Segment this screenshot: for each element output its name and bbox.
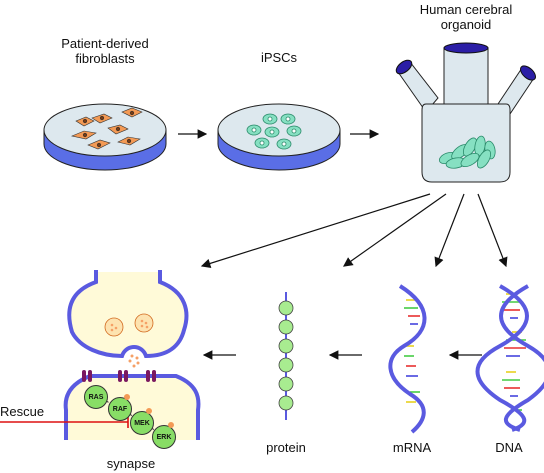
fibroblast-dish <box>43 103 167 171</box>
organoid-flask <box>395 42 536 183</box>
fibroblast-cells <box>70 107 143 150</box>
fibroblasts-label: Patient-derived fibroblasts <box>38 36 172 66</box>
kinase-mek-label: MEK <box>134 419 150 427</box>
organoid-label: Human cerebral organoid <box>400 2 532 32</box>
arrow-organoid-to-synapse <box>200 193 431 269</box>
organoid-tissue <box>438 135 496 169</box>
arrow-organoid-to-protein <box>343 193 447 267</box>
ipsc-dish <box>217 103 341 171</box>
mrna-label: mRNA <box>392 440 432 455</box>
organoid-label-line1: Human cerebral <box>419 2 513 17</box>
fibroblasts-label-line1: Patient-derived <box>61 36 149 51</box>
kinase-erk-label: ERK <box>156 433 172 441</box>
ipscs-label: iPSCs <box>260 50 298 65</box>
kinase-raf-label: RAF <box>112 405 128 413</box>
kinase-erk: ERK <box>152 425 176 449</box>
arrow-organoid-to-dna <box>477 193 508 268</box>
kinase-raf: RAF <box>108 397 132 421</box>
fibroblasts-label-line2: fibroblasts <box>75 51 135 66</box>
kinase-mek: MEK <box>130 411 154 435</box>
ipsc-cells <box>246 113 302 150</box>
phosphate-dot-erk <box>168 422 174 428</box>
phosphate-dot-raf <box>124 394 130 400</box>
organoid-label-line2: organoid <box>440 17 492 32</box>
kinase-ras: RAS <box>84 385 108 409</box>
rescue-label: Rescue <box>0 404 45 419</box>
kinase-ras-label: RAS <box>88 393 104 401</box>
protein-chain <box>278 292 294 420</box>
arrow-organoid-to-mrna <box>434 193 465 268</box>
receptors <box>82 370 156 382</box>
dna-label: DNA <box>495 440 523 455</box>
synapse-label: synapse <box>106 456 156 471</box>
protein-label: protein <box>266 440 306 455</box>
phosphate-dot-mek <box>146 408 152 414</box>
mrna-strand <box>388 284 427 434</box>
dna-helix <box>475 284 544 432</box>
